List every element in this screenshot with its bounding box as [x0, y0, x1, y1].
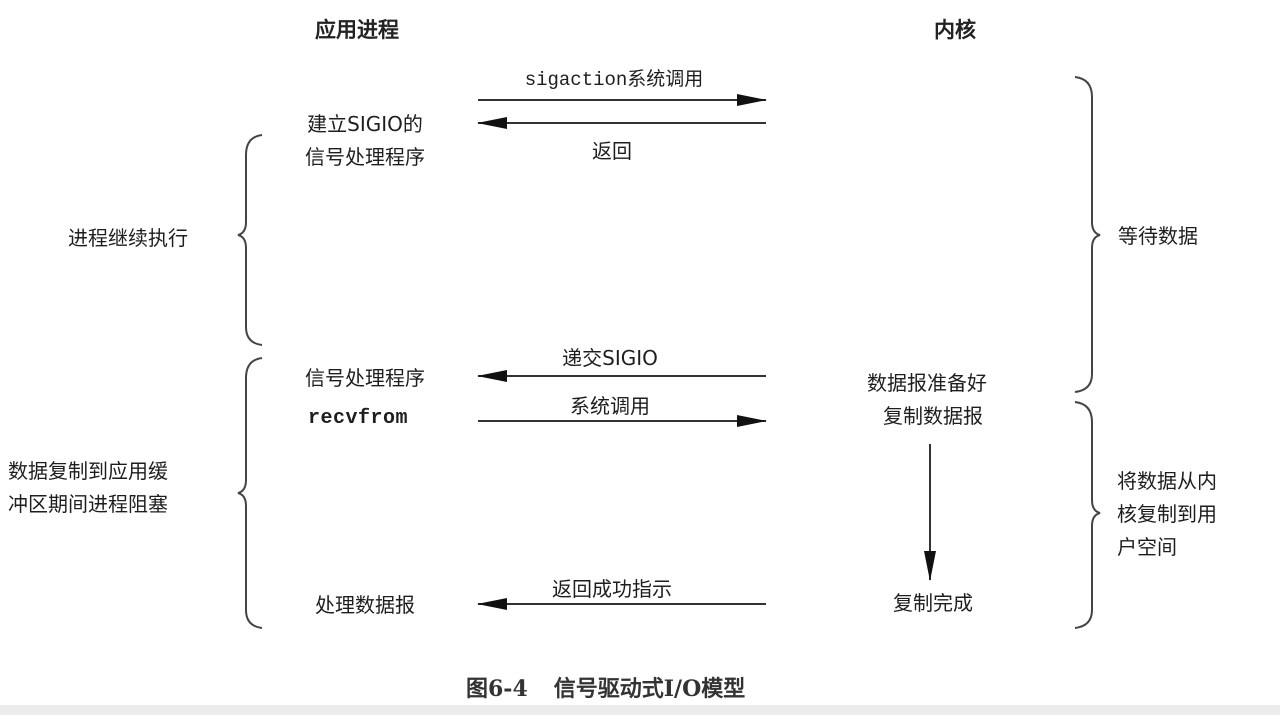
label-process-blocked: 数据复制到应用缓 冲区期间进程阻塞: [8, 459, 168, 516]
column-header-app-process: 应用进程: [315, 18, 399, 42]
arrow-label-deliver-sigio: 递交SIGIO: [562, 346, 658, 370]
label-copy-to-user: 将数据从内 核复制到用 户空间: [1117, 469, 1217, 559]
figure-number: 图6-4: [466, 676, 528, 702]
right-brace-copy-to-user: [1074, 401, 1101, 629]
bottom-divider-strip: [0, 705, 1280, 715]
arrow-label-return: 返回: [592, 139, 632, 163]
label-process-continues: 进程继续执行: [68, 226, 188, 250]
app-step-setup-signal-handler: 建立SIGIO的 信号处理程序: [305, 112, 425, 169]
left-brace-process-continues: [237, 134, 263, 346]
app-step-process-datagram: 处理数据报: [315, 593, 415, 617]
column-header-kernel: 内核: [934, 18, 976, 42]
right-brace-wait-for-data: [1074, 76, 1101, 393]
label-wait-for-data: 等待数据: [1118, 224, 1198, 248]
app-step-signal-handler: 信号处理程序: [305, 366, 425, 390]
kernel-step-datagram-ready: 数据报准备好: [867, 371, 987, 395]
arrow-label-return-success: 返回成功指示: [552, 577, 672, 601]
figure-title: 信号驱动式I/O模型: [553, 676, 746, 702]
app-step-recvfrom: recvfrom: [307, 407, 409, 430]
left-brace-process-blocked: [237, 357, 263, 629]
kernel-step-copy-complete: 复制完成: [893, 591, 973, 615]
figure-caption: 图6-4 信号驱动式I/O模型: [466, 671, 745, 703]
kernel-step-copy-datagram: 复制数据报: [883, 404, 983, 428]
arrow-label-sigaction: sigaction系统调用: [524, 69, 704, 91]
arrow-label-syscall: 系统调用: [570, 394, 650, 418]
